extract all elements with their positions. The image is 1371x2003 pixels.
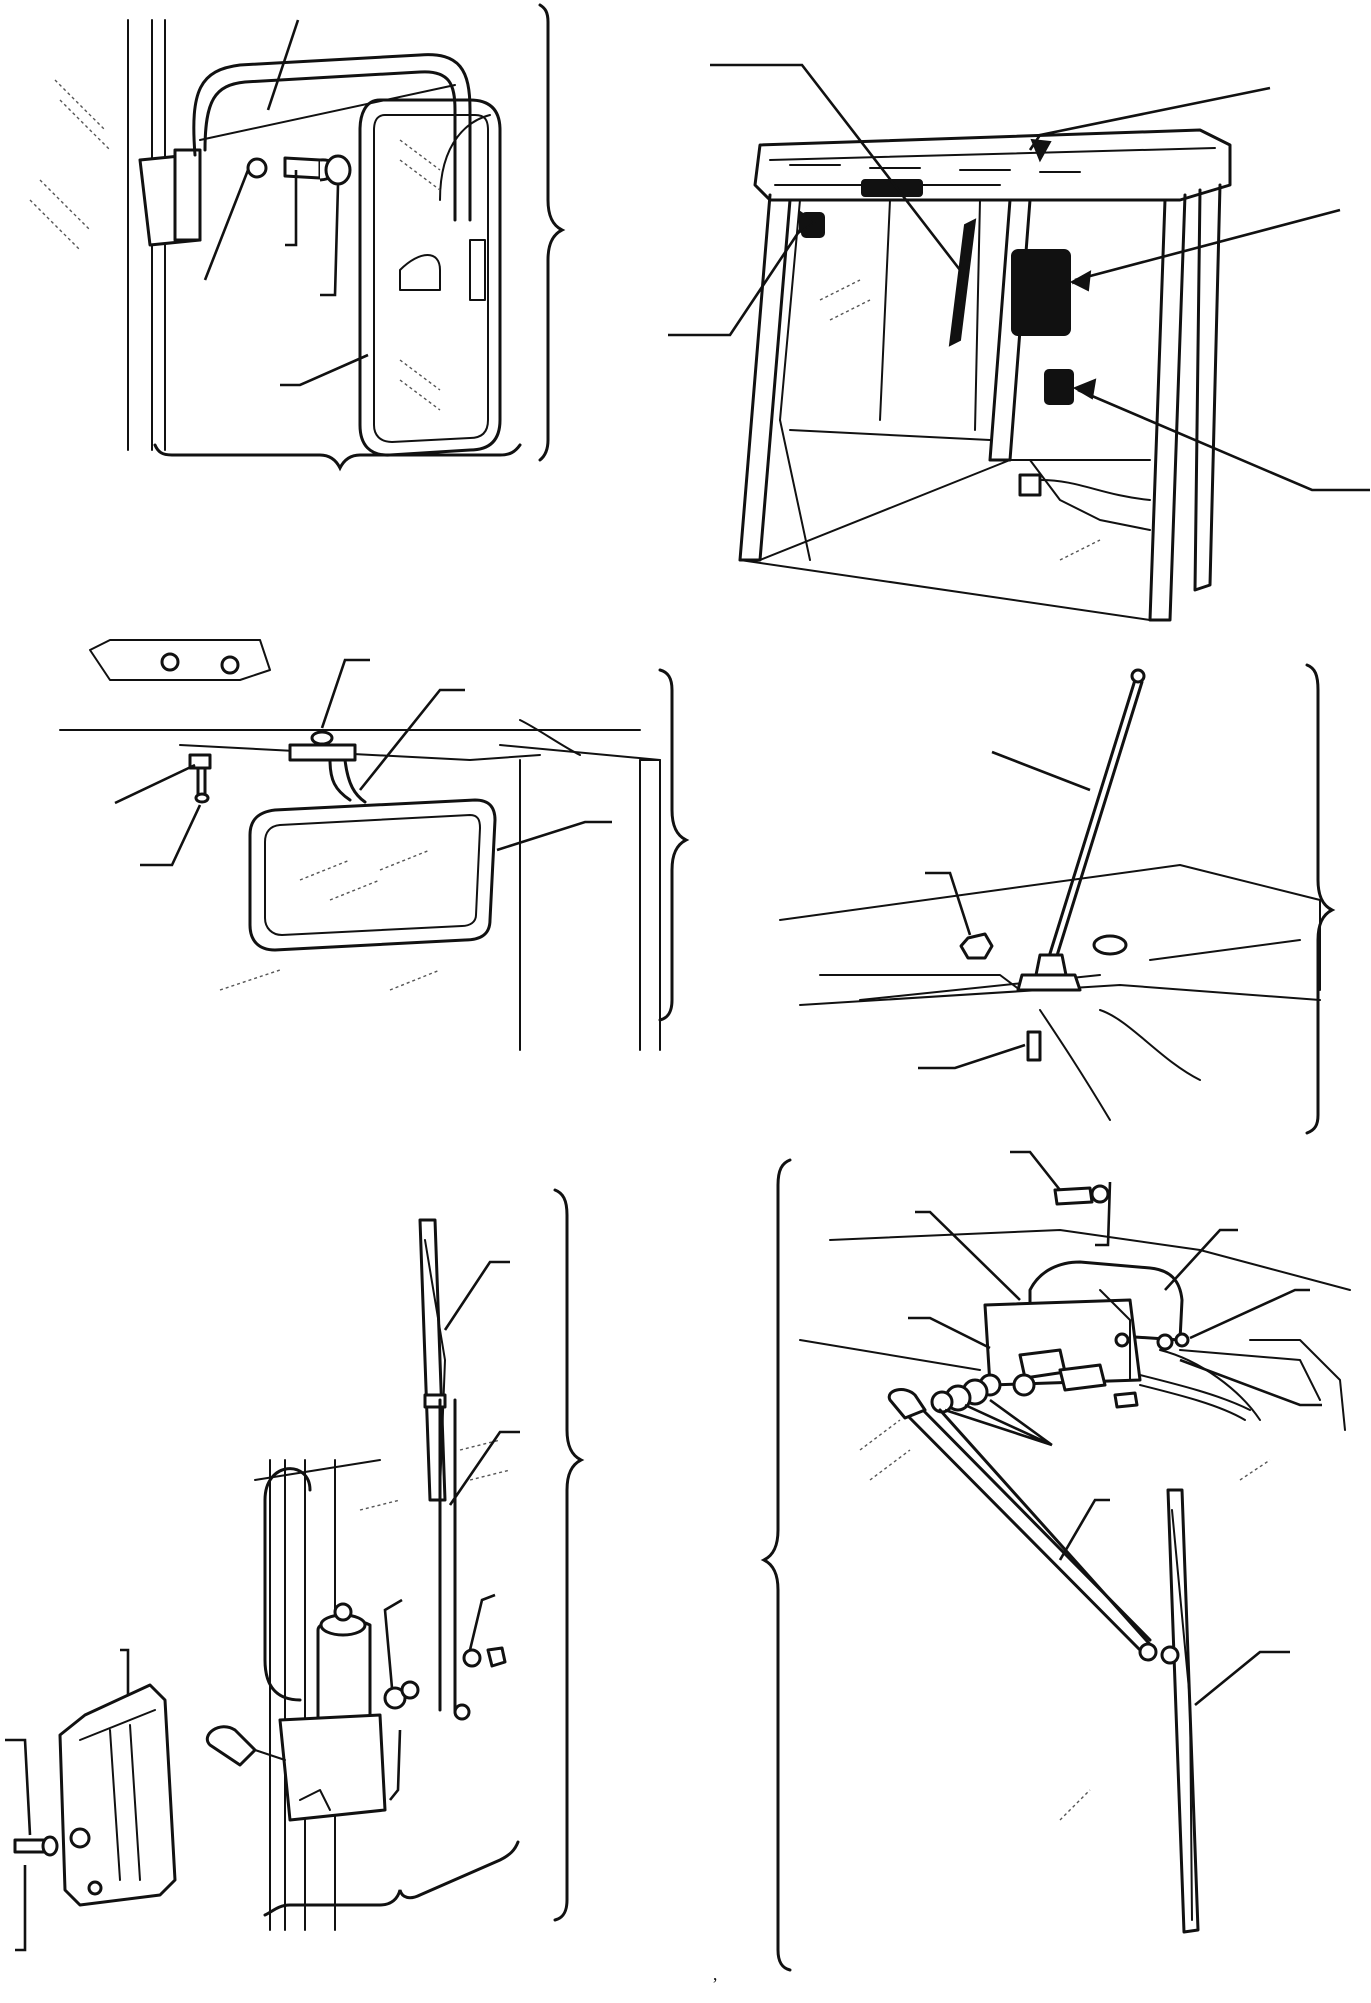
panel-interior-mirror: [59, 639, 690, 1051]
panel-exterior-mirror: [29, 3, 566, 472]
panel-rear-wiper: [5, 1188, 585, 1952]
panel-cab-overview: [668, 63, 1370, 622]
panel-antenna: [779, 663, 1336, 1135]
panel-front-wiper: [760, 1150, 1351, 1972]
footer-mark: ’: [712, 1974, 718, 1994]
